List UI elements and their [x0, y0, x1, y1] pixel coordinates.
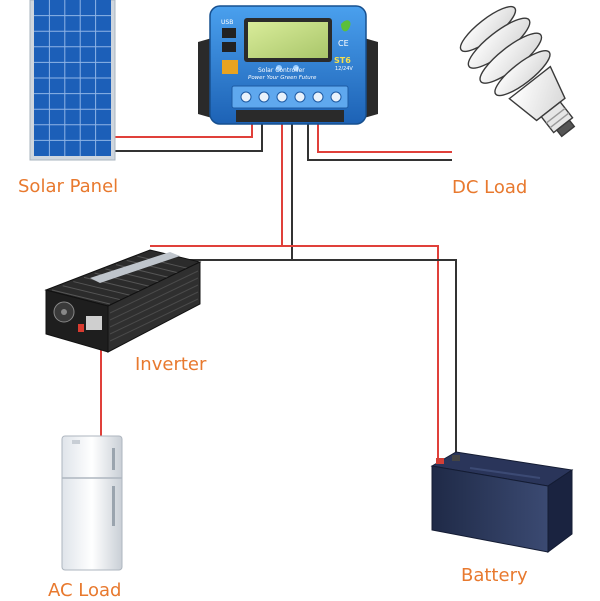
- terminal-screw: [294, 91, 306, 103]
- ac-load-label: AC Load: [48, 580, 122, 601]
- ac-outlet: [86, 316, 102, 330]
- ce-mark: CE: [338, 39, 349, 48]
- battery-label: Battery: [461, 565, 528, 586]
- wire-dc-positive: [317, 124, 452, 153]
- wiring: [100, 124, 457, 458]
- leaf-icon: [341, 20, 351, 32]
- battery-terminal-positive: [436, 458, 444, 464]
- battery-terminal-negative: [452, 455, 460, 461]
- solar-charge-controller: USB CE ST6 12/24V Solar Controller Power…: [198, 5, 378, 125]
- power-inverter: [44, 249, 202, 353]
- terminal-block: [231, 85, 349, 109]
- dc-load-label: DC Load: [452, 177, 528, 198]
- controller-button-right: [293, 65, 299, 71]
- terminal-screw: [258, 91, 270, 103]
- fridge-handle-top: [112, 448, 115, 470]
- controller-voltage: 12/24V: [335, 66, 353, 72]
- solar-panel-label: Solar Panel: [18, 176, 119, 197]
- usb-label: USB: [221, 19, 233, 26]
- inverter-switch: [78, 324, 84, 332]
- controller-slogan: Power Your Green Future: [248, 75, 317, 81]
- usb-port: [222, 28, 236, 38]
- wire-dc-negative: [307, 124, 452, 161]
- inverter-label: Inverter: [135, 354, 207, 375]
- solar-panel: [29, 0, 116, 161]
- controller-name: Solar Controller: [258, 67, 305, 74]
- terminal-screw: [312, 91, 324, 103]
- wire-negative-bus: [150, 259, 457, 458]
- wire-solar-negative: [112, 124, 263, 152]
- ac-load-fridge: [61, 435, 123, 571]
- terminal-screw: [276, 91, 288, 103]
- dc-load-bulb: [459, 5, 576, 138]
- wire-solar-positive: [112, 124, 253, 138]
- wire-positive-bus: [150, 245, 439, 458]
- terminal-screw: [330, 91, 342, 103]
- controller-button-left: [276, 65, 282, 71]
- fridge-handle-bottom: [112, 486, 115, 526]
- controller-model: ST6: [334, 56, 351, 65]
- terminal-screw: [240, 91, 252, 103]
- battery: [430, 451, 574, 553]
